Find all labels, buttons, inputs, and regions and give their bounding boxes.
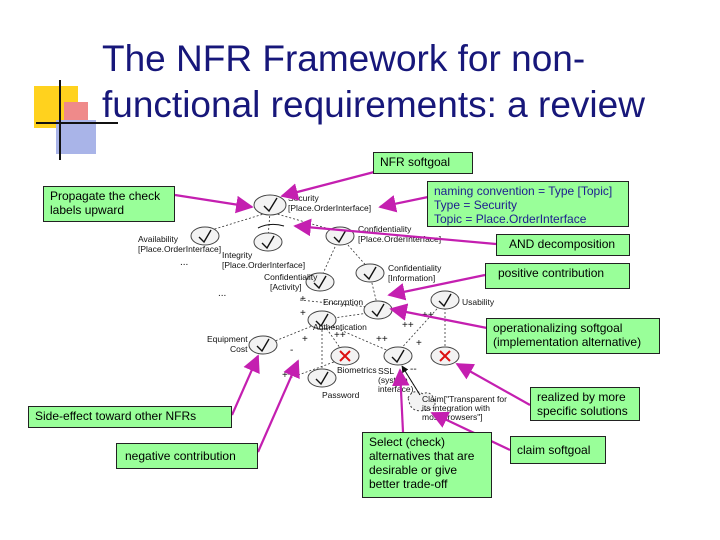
ellipsis-mid: ... [218,288,226,299]
naming-line-1: naming convention = Type [Topic] [434,184,613,198]
connector-naming [378,195,429,213]
callout-nfr-softgoal: NFR softgoal [373,152,473,174]
deco-horizontal-line [36,122,118,124]
check-usability [438,293,452,308]
check-encryption [371,303,385,318]
naming-line-3: Topic = Place.OrderInterface [434,212,587,226]
sym-plusplus-2: ++ [402,320,414,331]
label-confidentiality-activity: Confidentiality[Activity] [264,272,318,292]
sym-plus-2: + [300,308,306,319]
check-equipment-cost [256,338,270,353]
connector-positive [387,273,486,301]
check-confidentiality-information [363,266,377,281]
check-confidentiality-activity [313,275,327,290]
label-availability: Availability[Place.OrderInterface] [138,234,221,254]
callout-and-decomposition: AND decomposition [496,234,630,256]
callout-operationalizing: operationalizing softgoal (implementatio… [486,318,660,354]
connector-and [293,218,497,246]
cloud-encryption [363,300,393,320]
cloud-usability [430,290,460,310]
connector-side-effect [230,354,260,416]
label-integrity: Integrity[Place.OrderInterface] [222,250,305,270]
cloud-ssl [383,346,413,366]
connector-negative [256,359,300,453]
cloud-password [307,368,337,388]
check-password [315,371,329,386]
label-password: Password [322,390,360,400]
label-confidentiality-top: Confidentiality[Place.OrderInterface] [358,224,441,244]
connector-propagate [174,193,254,214]
softgoal-clouds [190,194,460,388]
callout-propagate: Propagate the check labels upward [43,186,175,222]
connector-claim [430,411,511,451]
connector-realized [455,363,531,406]
sym-minusminus: -- [410,364,417,375]
callout-realized: realized by more specific solutions [530,387,640,421]
callout-select-check: Select (check) alternatives that are des… [362,432,492,498]
deco-vertical-line [59,80,61,160]
cloud-authentication [307,310,337,330]
callout-connectors [174,169,531,453]
cloud-availability [190,226,220,246]
sym-minus-1: - [290,345,293,356]
cloud-security [253,194,287,216]
check-confidentiality-top [333,229,347,244]
cloud-confidentiality-information [355,263,385,283]
check-integrity [261,235,275,250]
check-availability [198,229,212,244]
sym-plusplus-3: ++ [334,330,346,341]
label-security: Security[Place.OrderInterface] [288,193,371,213]
callout-claim-softgoal: claim softgoal [510,436,606,464]
naming-line-2: Type = Security [434,198,518,212]
connector-operationalizing [389,303,488,330]
cloud-integrity [253,232,283,252]
label-authentication: Authentication [313,322,367,332]
check-security [263,197,278,213]
callout-positive-contribution: positive contribution [485,263,630,289]
label-encryption: Encryption [323,297,363,307]
check-authentication [315,313,329,328]
x-biometrics [339,350,351,362]
deco-blue-square [56,120,96,154]
check-marks [198,197,452,386]
sym-plus-3: + [302,334,308,345]
cloud-equipment-cost [248,335,278,355]
callout-side-effect: Side-effect toward other NFRs [28,406,232,428]
and-arc [257,223,285,229]
sym-plus-1: + [300,294,306,305]
x-misc [439,350,451,362]
label-usability: Usability [462,297,495,307]
connector-select [391,368,410,433]
label-biometrics: Biometrics [337,365,377,375]
ellipsis-left: ... [180,257,188,268]
connector-nfr-softgoal [280,169,379,201]
sym-plus-4: + [416,338,422,349]
sym-plusplus-4: ++ [376,334,388,345]
x-marks [339,350,451,362]
check-ssl [391,349,405,364]
callout-naming: naming convention = Type [Topic] Type = … [427,181,629,227]
page-title: The NFR Framework for non-functional req… [102,38,645,125]
callout-negative-contribution: negative contribution [116,443,258,469]
cloud-confidentiality-activity [305,272,335,292]
label-confidentiality-information: Confidentiality[Information] [388,263,442,283]
